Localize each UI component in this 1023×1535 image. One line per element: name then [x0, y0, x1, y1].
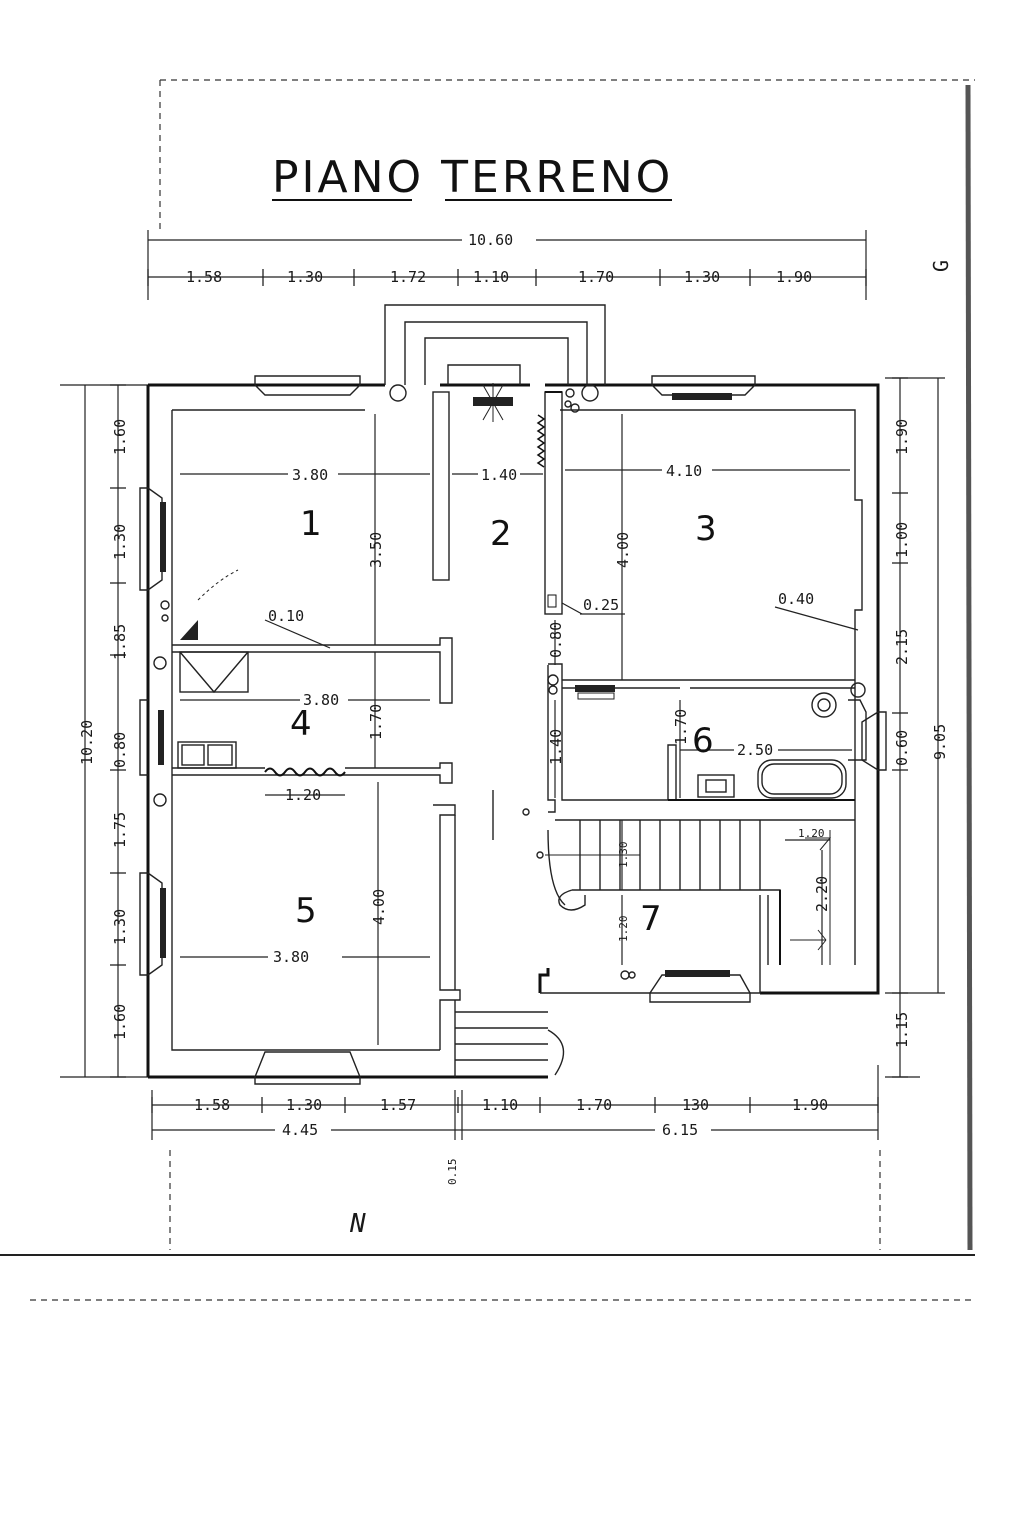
r5-width-dim: 3.80 [273, 948, 309, 966]
exterior-walls [146, 304, 880, 1079]
r4-depth-dim: 1.70 [367, 704, 385, 740]
right-dimensions: 9.05 1.90 1.00 2.15 0.60 1.15 [885, 377, 949, 1078]
inner-dimension-lines [180, 414, 859, 1045]
room-7-label: 7 [640, 899, 662, 939]
stair-220-dim: 2.20 [813, 876, 831, 912]
top-overall-dim: 10.60 [468, 231, 513, 249]
room-4-label: 4 [290, 704, 312, 744]
stair-130-dim: 1.30 [617, 842, 630, 869]
interior-walls [153, 383, 867, 1050]
top-dim-4: 1.10 [473, 268, 509, 286]
bottom-dim-5: 1.70 [576, 1096, 612, 1114]
left-dim-3: 1.85 [111, 624, 129, 660]
bottom-dimensions: 1.58 1.30 1.57 1.10 1.70 130 1.90 4.45 6… [151, 1065, 879, 1186]
r3-width-dim: 4.10 [666, 462, 702, 480]
side-mark: G [929, 260, 953, 272]
wall-025-dim: 0.25 [583, 596, 619, 614]
left-overall-dim: 10.20 [78, 720, 96, 765]
room-5-label: 5 [295, 891, 317, 931]
north-mark: N [349, 1209, 366, 1239]
r1-depth-dim: 3.50 [367, 532, 385, 568]
room-6-label: 6 [692, 721, 714, 761]
top-dim-1: 1.58 [186, 268, 222, 286]
plan-title: PIANO TERRENO [272, 152, 673, 203]
left-dim-6: 1.30 [111, 909, 129, 945]
r4-door-dim: 1.20 [285, 786, 321, 804]
right-dim-1: 1.90 [893, 419, 911, 455]
bottom-dim-3: 1.57 [380, 1096, 416, 1114]
bottom-dim-6: 130 [682, 1096, 709, 1114]
right-dim-5: 1.15 [893, 1012, 911, 1048]
top-dim-3: 1.72 [390, 268, 426, 286]
top-dim-5: 1.70 [578, 268, 614, 286]
top-dimensions: 10.60 1.58 1.30 1.72 1.10 1.70 1.30 1.90 [147, 230, 867, 300]
room-1-label: 1 [300, 504, 322, 544]
ceiling-lamp-icon [473, 383, 513, 422]
left-dim-4: 0.80 [111, 732, 129, 768]
bottom-small-dim: 0.15 [446, 1159, 459, 1186]
r4-width-dim: 3.80 [303, 691, 339, 709]
room-2-label: 2 [490, 514, 512, 554]
right-dim-3: 2.15 [893, 629, 911, 665]
top-dim-6: 1.30 [684, 268, 720, 286]
r5-depth-dim: 4.00 [370, 889, 388, 925]
title-block: PIANO TERRENO G [272, 152, 953, 272]
bottom-dim-2: 1.30 [286, 1096, 322, 1114]
r6-depth-dim: 1.70 [672, 709, 690, 745]
left-dim-7: 1.60 [111, 1004, 129, 1040]
right-dim-4: 0.60 [893, 730, 911, 766]
bottom-dim-4: 1.10 [482, 1096, 518, 1114]
top-dim-2: 1.30 [287, 268, 323, 286]
left-dim-1: 1.60 [111, 419, 129, 455]
r2-width-dim: 1.40 [481, 466, 517, 484]
corridor-080-dim: 0.80 [547, 622, 565, 658]
bottom-dim-1: 1.58 [194, 1096, 230, 1114]
right-dim-2: 1.00 [893, 522, 911, 558]
stair-width-dim: 1.20 [798, 827, 825, 840]
stair-120-dim: 1.20 [617, 916, 630, 943]
r6-width-dim: 2.50 [737, 741, 773, 759]
room-numbers: 1 2 3 4 5 6 7 [290, 504, 717, 939]
bottom-left-total: 4.45 [282, 1121, 318, 1139]
wall-040-dim: 0.40 [778, 590, 814, 608]
top-dim-7: 1.90 [776, 268, 812, 286]
right-overall-dim: 9.05 [931, 724, 949, 760]
wall-010-dim: 0.10 [268, 607, 304, 625]
left-dimensions: 10.20 1.60 1.30 1.85 0.80 1.75 1.30 1.60 [60, 384, 150, 1078]
corridor-140-dim: 1.40 [547, 729, 565, 765]
r1-width-dim: 3.80 [292, 466, 328, 484]
left-dim-5: 1.75 [111, 812, 129, 848]
bottom-dim-7: 1.90 [792, 1096, 828, 1114]
staircase [522, 808, 855, 965]
left-dim-2: 1.30 [111, 524, 129, 560]
sheet-frame [0, 79, 975, 1301]
inner-dimension-labels: 3.80 3.50 1.40 4.10 4.00 0.10 0.25 0.40 … [268, 460, 831, 967]
room-3-label: 3 [695, 509, 717, 549]
bottom-right-total: 6.15 [662, 1121, 698, 1139]
r3-depth-dim: 4.00 [614, 532, 632, 568]
